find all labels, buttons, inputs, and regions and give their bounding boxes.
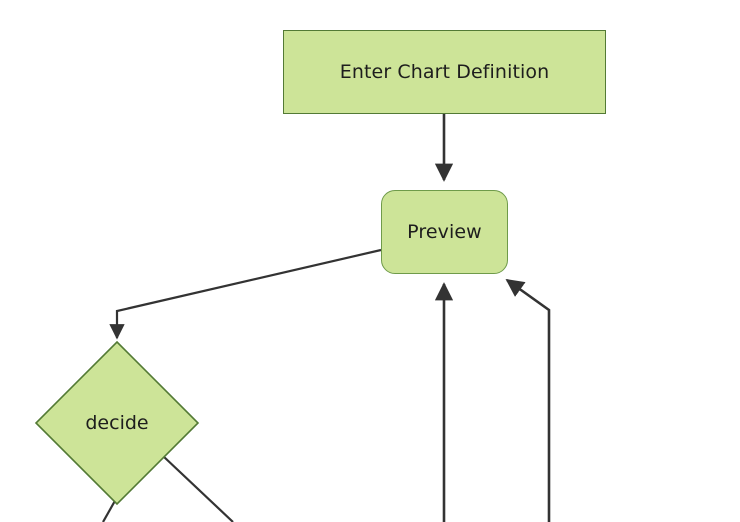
decide-diamond-shape [34, 340, 200, 506]
node-label-enter-chart-definition: Enter Chart Definition [339, 60, 550, 83]
node-label-preview: Preview [407, 220, 482, 243]
edge-decide-right-out [162, 455, 234, 522]
edge-bottom-right-to-preview [505, 278, 551, 522]
node-decide[interactable]: decide [34, 340, 200, 506]
node-label-decide: decide [85, 412, 149, 434]
node-enter-chart-definition[interactable]: Enter Chart Definition [283, 30, 606, 114]
node-preview[interactable]: Preview [381, 190, 508, 274]
edge-decide-bottom-out [102, 498, 117, 522]
edge-preview-to-decide [109, 248, 382, 340]
